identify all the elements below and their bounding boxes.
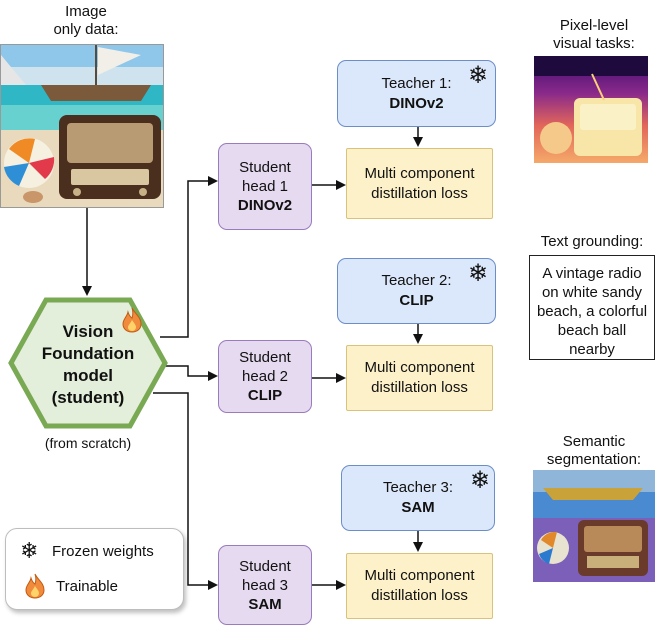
- pixel-task-label-line1: Pixel-level: [559, 17, 629, 34]
- student-head-2-line2: head 2: [242, 368, 288, 385]
- legend-trainable: Trainable: [24, 573, 118, 599]
- student-head-3-model: SAM: [248, 595, 282, 613]
- segmentation-image: [533, 470, 655, 582]
- input-label-line2: only data:: [53, 21, 119, 38]
- distillation-loss-1: Multi component distillation loss: [346, 148, 493, 219]
- flame-icon: [122, 307, 142, 333]
- input-image: [0, 44, 164, 208]
- student-head-3: Student head 3 SAM: [218, 545, 312, 625]
- legend: ❄ Frozen weights Trainable: [5, 528, 184, 610]
- snowflake-icon: ❄: [20, 538, 39, 563]
- loss-1-line2: distillation loss: [371, 184, 468, 202]
- snowflake-icon: ❄: [470, 467, 491, 494]
- teacher-3-model: SAM: [401, 499, 435, 516]
- student-head-1-model: DINOv2: [237, 197, 293, 214]
- segmentation-graphic: [533, 470, 655, 582]
- student-head-1-line1: Student: [239, 159, 291, 176]
- teacher-3-title: Teacher 3:: [382, 479, 454, 496]
- legend-frozen-label: Frozen weights: [52, 542, 154, 560]
- distillation-loss-2: Multi component distillation loss: [346, 345, 493, 411]
- loss-1-line1: Multi component: [364, 164, 475, 182]
- student-head-3-line2: head 3: [242, 576, 288, 594]
- student-head-2: Student head 2 CLIP: [218, 340, 312, 413]
- flame-icon: [25, 573, 45, 599]
- model-note: (from scratch): [44, 435, 132, 451]
- pixel-task-label-line2: visual tasks:: [553, 35, 635, 52]
- text-grounding-box: A vintage radio on white sandy beach, a …: [529, 255, 655, 360]
- arrow-model-to-head2: [160, 365, 218, 381]
- beach-radio-image: [1, 45, 163, 207]
- student-head-1-line2: head 1: [242, 178, 288, 195]
- caption-line-5: nearby: [569, 341, 615, 358]
- student-model-label: Vision Foundation model (student): [8, 321, 168, 409]
- legend-trainable-label: Trainable: [56, 577, 118, 595]
- loss-3-line2: distillation loss: [371, 587, 468, 604]
- student-head-2-line1: Student: [239, 349, 291, 366]
- loss-2-line1: Multi component: [364, 359, 475, 376]
- caption-line-2: on white sandy: [541, 284, 643, 301]
- teacher-1-box: Teacher 1: DINOv2: [337, 60, 496, 127]
- student-head-3-line1: Student: [239, 557, 291, 575]
- segmentation-label-line2: segmentation:: [546, 451, 642, 468]
- teacher-2-box: Teacher 2: CLIP: [337, 258, 496, 324]
- model-line2: Foundation: [41, 344, 135, 363]
- input-label-line1: Image: [65, 3, 107, 20]
- segmentation-label-line1: Semantic: [562, 433, 626, 450]
- caption-line-4: beach ball: [557, 322, 627, 339]
- caption-line-1: A vintage radio: [542, 265, 642, 282]
- legend-frozen: ❄ Frozen weights: [20, 539, 154, 563]
- model-line3: model: [62, 366, 114, 385]
- loss-3-line1: Multi component: [364, 567, 475, 584]
- teacher-1-title: Teacher 1:: [381, 74, 452, 92]
- student-model-hexagon: [8, 297, 168, 429]
- distillation-loss-3: Multi component distillation loss: [346, 553, 493, 619]
- teacher-2-model: CLIP: [399, 292, 434, 309]
- snowflake-icon: ❄: [468, 62, 489, 89]
- text-grounding-label: Text grounding:: [540, 233, 644, 250]
- loss-2-line2: distillation loss: [371, 379, 468, 396]
- student-head-2-model: CLIP: [247, 387, 283, 404]
- model-line1: Vision: [62, 322, 114, 341]
- model-line4: (student): [51, 388, 125, 407]
- depth-map-image: [534, 56, 648, 163]
- arrow-model-to-head1: [160, 176, 218, 338]
- snowflake-icon: ❄: [468, 260, 489, 287]
- depth-map-graphic: [534, 56, 648, 163]
- arrow-model-to-head3: [153, 392, 218, 590]
- teacher-3-box: Teacher 3: SAM: [341, 465, 495, 531]
- student-head-1: Student head 1 DINOv2: [218, 143, 312, 230]
- teacher-1-model: DINOv2: [389, 94, 444, 112]
- teacher-2-title: Teacher 2:: [381, 272, 452, 289]
- caption-line-3: beach, a colorful: [536, 303, 648, 320]
